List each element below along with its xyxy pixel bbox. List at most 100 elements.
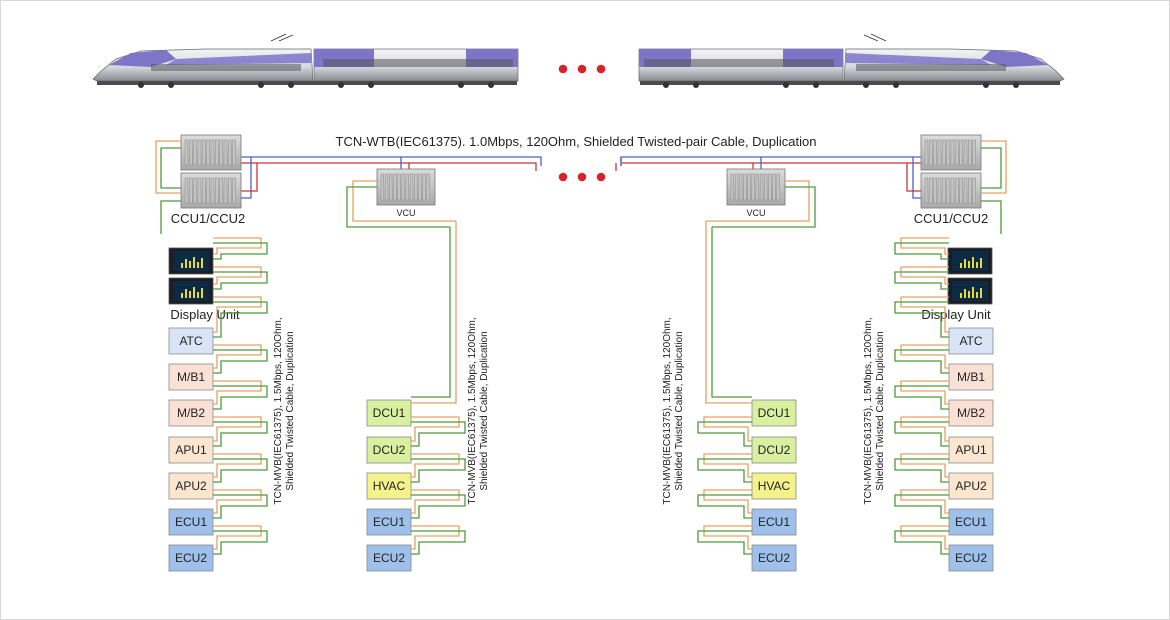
- display-unit-right-1: [947, 247, 993, 275]
- cable-line: [411, 489, 460, 514]
- cable-line: [352, 180, 456, 222]
- svg-text:ECU1: ECU1: [175, 515, 207, 529]
- svg-text:ATC: ATC: [959, 334, 982, 348]
- display-unit-right-2: [947, 277, 993, 305]
- cable-line: [241, 157, 252, 199]
- svg-text:TCN-MVB(IEC61375), 1.5Mbps, 12: TCN-MVB(IEC61375), 1.5Mbps, 120Ohm,: [863, 317, 874, 504]
- ccu-label-left: CCU1/CCU2: [171, 211, 245, 226]
- ellipsis-dot: [596, 172, 606, 182]
- cable-line: [213, 453, 262, 478]
- svg-text:TCN-MVB(IEC61375), 1.5Mbps, 12: TCN-MVB(IEC61375), 1.5Mbps, 120Ohm,: [662, 317, 673, 504]
- device-left-mb1: M/B1: [168, 363, 214, 391]
- cable-line: [213, 380, 262, 405]
- svg-text:TCN-MVB(IEC61375), 1.5Mbps, 12: TCN-MVB(IEC61375), 1.5Mbps, 120Ohm,: [273, 317, 284, 504]
- device-centerright-dcu2: DCU2: [751, 436, 797, 464]
- cable-line: [411, 221, 457, 404]
- mvb-label-left: TCN-MVB(IEC61375), 1.5Mbps, 120Ohm,Shiel…: [273, 317, 296, 504]
- device-left-apu2: APU2: [168, 472, 214, 500]
- ellipsis-dot: [577, 172, 587, 182]
- cable-line: [213, 271, 268, 290]
- device-centerleft-ecu2: ECU2: [366, 544, 412, 572]
- cable-line: [900, 266, 949, 285]
- ccu2-rack-left: [180, 172, 242, 209]
- cable-line: [213, 242, 268, 260]
- cable-line: [703, 489, 752, 514]
- cable-line: [213, 344, 262, 369]
- svg-text:Shielded Twisted Cable, Duplic: Shielded Twisted Cable, Duplication: [479, 331, 490, 490]
- svg-text:APU2: APU2: [175, 479, 207, 493]
- cable-line: [894, 385, 949, 410]
- cable-line: [894, 271, 949, 290]
- ellipsis-dot: [558, 64, 568, 74]
- cable-line: [894, 301, 949, 338]
- svg-text:ECU2: ECU2: [175, 551, 207, 565]
- wtb-blue-left: [241, 156, 542, 166]
- cable-line: [241, 163, 258, 192]
- ellipsis-dot: [577, 64, 587, 74]
- cable-line: [900, 296, 949, 333]
- cable-line: [155, 140, 181, 194]
- cable-line: [213, 301, 268, 338]
- mvb-label-right: TCN-MVB(IEC61375), 1.5Mbps, 120Ohm,Shiel…: [863, 317, 886, 504]
- cable-line: [894, 530, 949, 555]
- svg-text:APU1: APU1: [955, 443, 987, 457]
- svg-text:ECU1: ECU1: [758, 515, 790, 529]
- cable-line: [411, 458, 466, 483]
- svg-text:APU2: APU2: [955, 479, 987, 493]
- cable-line: [703, 453, 752, 478]
- cable-line: [411, 227, 451, 398]
- svg-text:DCU2: DCU2: [373, 443, 406, 457]
- cable-line: [697, 458, 752, 483]
- device-right-apu2: APU2: [948, 472, 994, 500]
- cable-line: [900, 380, 949, 405]
- svg-text:M/B1: M/B1: [957, 370, 985, 384]
- cable-line: [160, 147, 181, 189]
- cable-line: [411, 530, 466, 555]
- svg-text:APU1: APU1: [175, 443, 207, 457]
- cable-line: [900, 416, 949, 442]
- vcu-rack-right: [726, 168, 786, 206]
- ccu-label-right: CCU1/CCU2: [914, 211, 988, 226]
- cable-line: [894, 349, 949, 374]
- device-right-ecu2: ECU2: [948, 544, 994, 572]
- svg-text:ECU2: ECU2: [758, 551, 790, 565]
- cable-line: [703, 416, 752, 442]
- device-centerleft-ecu1: ECU1: [366, 508, 412, 536]
- ccu2-rack-right: [920, 172, 982, 209]
- cable-line: [703, 525, 752, 550]
- cable-line: [213, 530, 268, 555]
- cable-line: [900, 344, 949, 369]
- cable-line: [894, 421, 949, 447]
- vcu-rack-left: [376, 168, 436, 206]
- device-right-apu1: APU1: [948, 436, 994, 464]
- device-left-mb2: M/B2: [168, 399, 214, 427]
- cable-line: [706, 180, 810, 222]
- cable-line: [697, 421, 752, 447]
- display-unit-left-1: [168, 247, 214, 275]
- mvb-label-centerleft: TCN-MVB(IEC61375), 1.5Mbps, 120Ohm,Shiel…: [467, 317, 490, 504]
- device-centerleft-hvac: HVAC: [366, 472, 412, 500]
- cable-line: [900, 525, 949, 550]
- wtb-red-left: [241, 162, 537, 171]
- cable-line: [213, 489, 262, 514]
- cable-line: [213, 385, 268, 410]
- svg-text:M/B2: M/B2: [177, 406, 205, 420]
- device-centerright-ecu2: ECU2: [751, 544, 797, 572]
- cable-line: [213, 349, 268, 374]
- cable-line: [411, 525, 460, 550]
- cable-line: [697, 530, 752, 555]
- ccu1-rack-left: [180, 134, 242, 171]
- cable-line: [981, 200, 1002, 234]
- vcu-label-right: VCU: [746, 208, 765, 218]
- cable-line: [411, 453, 460, 478]
- svg-text:M/B1: M/B1: [177, 370, 205, 384]
- device-centerright-ecu1: ECU1: [751, 508, 797, 536]
- svg-text:DCU2: DCU2: [758, 443, 791, 457]
- cable-line: [213, 421, 268, 447]
- cable-line: [213, 525, 262, 550]
- svg-text:ECU1: ECU1: [955, 515, 987, 529]
- device-left-apu1: APU1: [168, 436, 214, 464]
- svg-text:DCU1: DCU1: [373, 406, 406, 420]
- cable-line: [912, 157, 921, 199]
